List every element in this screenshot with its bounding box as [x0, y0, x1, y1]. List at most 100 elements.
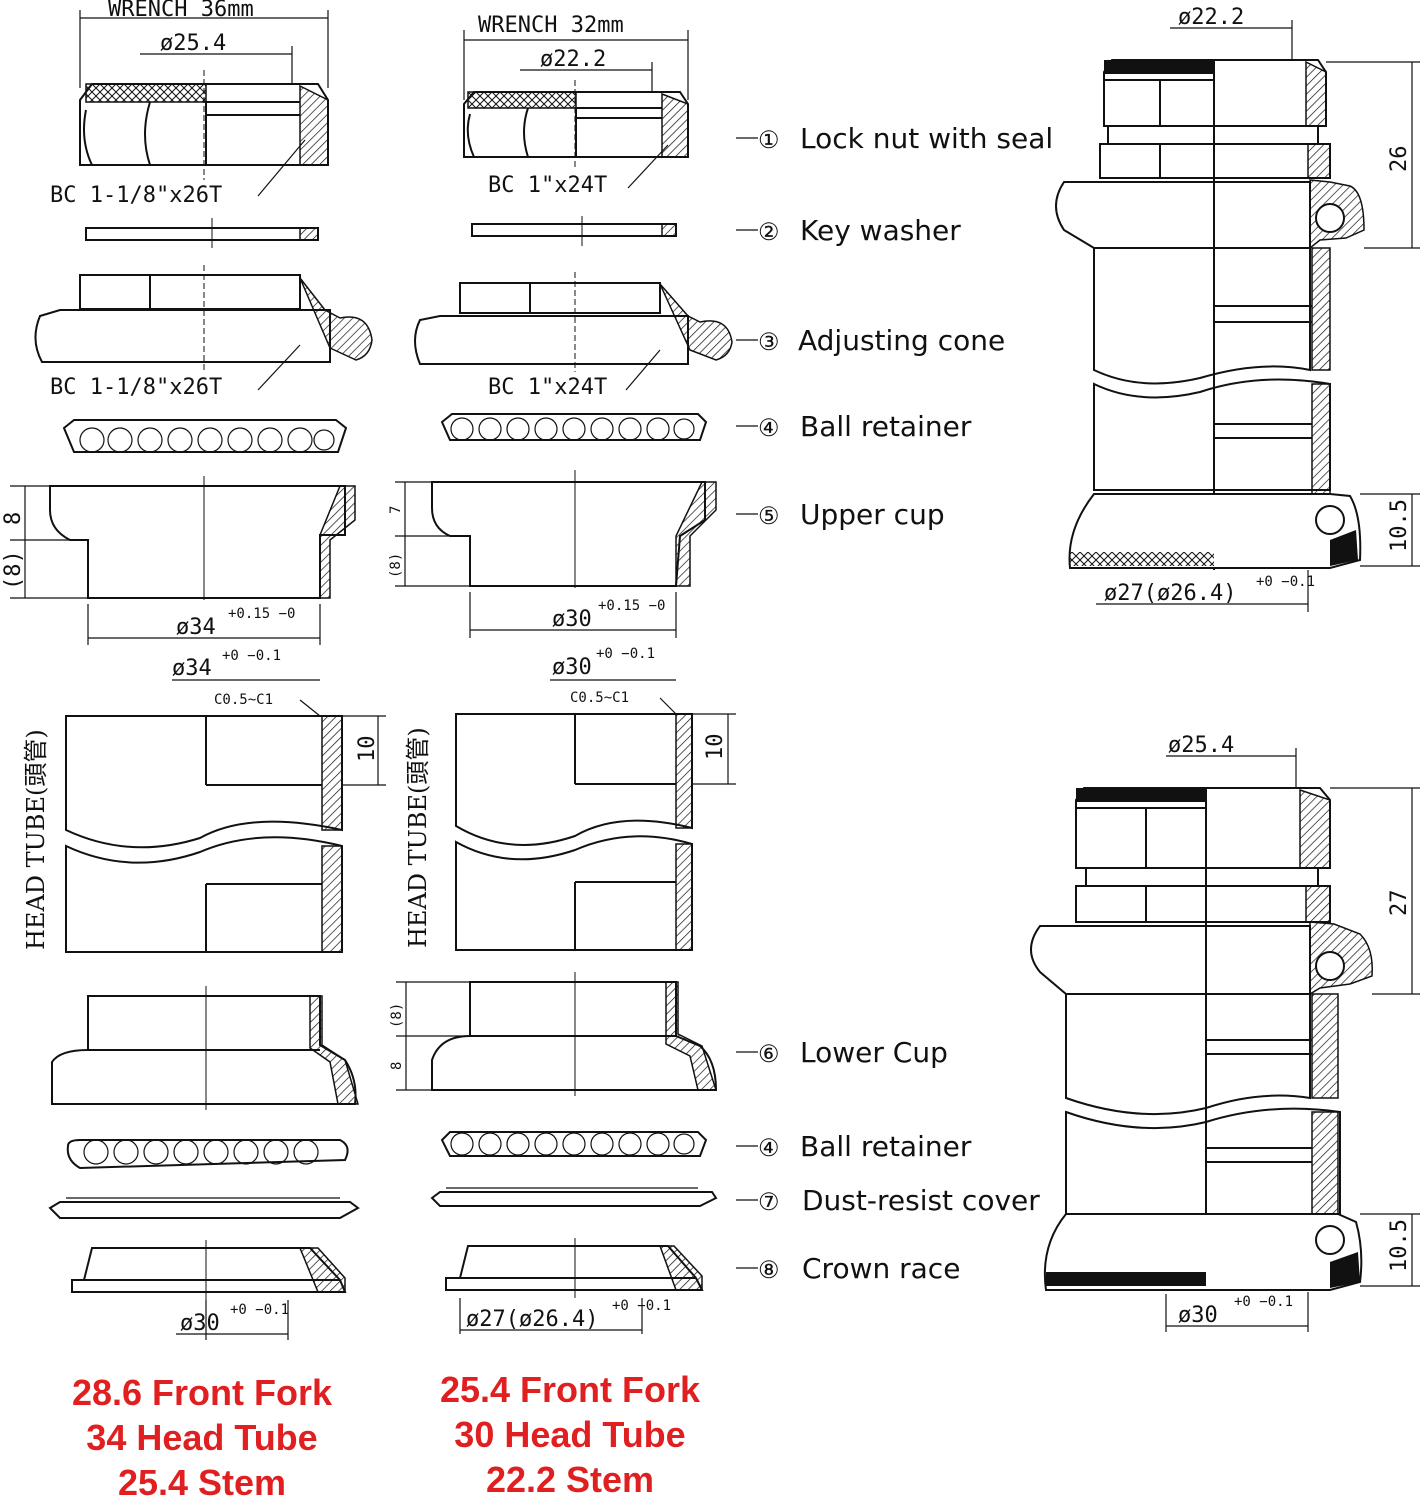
left-head-tube-dia: ø34 — [172, 656, 212, 681]
left-key-washer — [85, 218, 319, 248]
left-crown-tol: +0 −0.1 — [230, 1302, 289, 1318]
mid-caption-stem: 22.2 Stem — [486, 1459, 654, 1500]
left-lock-nut — [79, 70, 329, 180]
svg-text:Upper cup: Upper cup — [800, 498, 945, 531]
assembly-bottom: ø25.4 27 10.5 ø30 — [1030, 733, 1420, 1332]
svg-text:②: ② — [758, 218, 780, 246]
asm-top-crown-dia: ø27(ø26.4) — [1104, 581, 1236, 606]
asm-bottom-stem-dia: ø25.4 — [1168, 733, 1234, 758]
part-label-dust-cover: ⑦ Dust-resist cover — [736, 1184, 1040, 1217]
mid-cone-thread: BC 1"x24T — [488, 375, 607, 400]
left-caption-stem: 25.4 Stem — [118, 1462, 286, 1500]
mid-key-washer — [471, 216, 677, 246]
assembly-top: ø22.2 26 10.5 ø27(ø26.4) — [1055, 5, 1420, 612]
svg-text:Ball retainer: Ball retainer — [800, 410, 972, 443]
mid-head-tube-label: HEAD TUBE(頭管) — [404, 727, 432, 948]
left-crown-race — [71, 1240, 347, 1300]
mid-lock-nut — [463, 80, 689, 170]
mid-stem-dia: ø22.2 — [540, 47, 606, 72]
mid-adjusting-cone — [414, 272, 733, 372]
svg-text:Ball retainer: Ball retainer — [800, 1130, 972, 1163]
part-label-ball-retainer-lower: ④ Ball retainer — [736, 1130, 972, 1163]
asm-top-bottom-height: 10.5 — [1387, 499, 1412, 552]
left-head-tube-tol: +0 −0.1 — [222, 648, 281, 664]
mid-upper-cup-h2: (8) — [388, 553, 404, 578]
mid-caption-headtube: 30 Head Tube — [454, 1414, 685, 1455]
left-upper-cup-h2: (8) — [1, 550, 26, 590]
left-adjusting-cone — [34, 265, 373, 370]
left-kit: WRENCH 36mm ø25.4 BC 1-1/8"x26T — [1, 0, 386, 1500]
mid-lower-cup-h1: (8) — [389, 1003, 405, 1028]
mid-lower-cup-h2: 8 — [389, 1062, 405, 1070]
left-ball-retainer-lower — [66, 1139, 349, 1170]
middle-kit: WRENCH 32mm ø22.2 BC 1"x24T BC — [388, 13, 736, 1500]
asm-bottom-bottom-height: 10.5 — [1387, 1219, 1412, 1272]
svg-text:Adjusting cone: Adjusting cone — [798, 324, 1005, 357]
part-label-crown-race: ⑧ Crown race — [736, 1252, 960, 1285]
svg-text:③: ③ — [758, 328, 780, 356]
mid-upper-cup-tol: +0.15 −0 — [598, 598, 665, 614]
part-label-ball-retainer-upper: ④ Ball retainer — [736, 410, 972, 443]
left-wrench-label: WRENCH 36mm — [108, 0, 254, 22]
part-label-key-washer: ② Key washer — [736, 214, 961, 247]
left-head-tube-label: HEAD TUBE(頭管) — [22, 729, 50, 950]
asm-top-stem-dia: ø22.2 — [1178, 5, 1244, 30]
mid-head-tube — [455, 713, 693, 951]
svg-text:⑧: ⑧ — [758, 1256, 780, 1284]
left-upper-cup-dia: ø34 — [176, 615, 216, 640]
left-cone-thread: BC 1-1/8"x26T — [50, 375, 222, 400]
svg-text:Lower Cup: Lower Cup — [800, 1036, 948, 1069]
asm-top-stack-height: 26 — [1387, 146, 1412, 173]
mid-wrench-label: WRENCH 32mm — [478, 13, 624, 38]
asm-bottom-stack-height: 27 — [1387, 890, 1412, 917]
mid-chamfer: C0.5~C1 — [570, 690, 629, 706]
mid-lower-cup — [431, 972, 718, 1096]
svg-text:Key washer: Key washer — [800, 214, 961, 247]
mid-ball-retainer — [440, 413, 708, 441]
asm-bottom-crown-dia: ø30 — [1178, 1303, 1218, 1328]
mid-head-tube-depth: 10 — [703, 734, 728, 761]
mid-upper-cup-dia: ø30 — [552, 607, 592, 632]
svg-text:Lock nut with seal: Lock nut with seal — [800, 122, 1053, 155]
svg-text:Dust-resist cover: Dust-resist cover — [802, 1184, 1040, 1217]
part-label-lower-cup: ⑥ Lower Cup — [736, 1036, 948, 1069]
mid-head-tube-dia: ø30 — [552, 655, 592, 680]
mid-crown-tol: +0 −0.1 — [612, 1298, 671, 1314]
part-label-adjusting-cone: ③ Adjusting cone — [736, 324, 1005, 357]
svg-text:Crown race: Crown race — [802, 1252, 960, 1285]
mid-dust-cover — [430, 1187, 718, 1207]
svg-text:④: ④ — [758, 414, 780, 442]
left-head-tube — [65, 715, 343, 953]
left-caption-fork: 28.6 Front Fork — [72, 1372, 333, 1413]
left-caption-headtube: 34 Head Tube — [86, 1417, 317, 1458]
svg-text:④: ④ — [758, 1134, 780, 1162]
mid-upper-cup-h1: 7 — [388, 506, 404, 514]
svg-text:⑦: ⑦ — [758, 1188, 780, 1216]
mid-locknut-thread: BC 1"x24T — [488, 173, 607, 198]
left-upper-cup-h1: 8 — [1, 512, 26, 525]
left-crown-dia: ø30 — [180, 1311, 220, 1336]
left-stem-dia: ø25.4 — [160, 31, 226, 56]
asm-top-crown-tol: +0 −0.1 — [1256, 574, 1315, 590]
left-chamfer: C0.5~C1 — [214, 692, 273, 708]
left-upper-cup-tol: +0.15 −0 — [228, 606, 295, 622]
mid-upper-cup — [431, 470, 717, 588]
left-head-tube-depth: 10 — [355, 736, 380, 763]
left-dust-cover — [48, 1197, 360, 1219]
left-lower-cup — [51, 986, 360, 1110]
asm-bottom-crown-tol: +0 −0.1 — [1234, 1294, 1293, 1310]
mid-crown-race — [445, 1238, 704, 1298]
left-ball-retainer — [62, 419, 348, 453]
left-upper-cup — [49, 476, 356, 600]
part-labels: ① Lock nut with seal ② Key washer ③ Adju… — [736, 122, 1053, 1285]
svg-text:⑤: ⑤ — [758, 502, 780, 530]
mid-head-tube-tol: +0 −0.1 — [596, 646, 655, 662]
mid-ball-retainer-lower — [440, 1131, 708, 1157]
part-label-lock-nut: ① Lock nut with seal — [736, 122, 1053, 155]
svg-text:⑥: ⑥ — [758, 1040, 780, 1068]
mid-crown-dia: ø27(ø26.4) — [466, 1307, 598, 1332]
mid-caption-fork: 25.4 Front Fork — [440, 1369, 701, 1410]
part-label-upper-cup: ⑤ Upper cup — [736, 498, 945, 531]
svg-text:①: ① — [758, 126, 780, 154]
